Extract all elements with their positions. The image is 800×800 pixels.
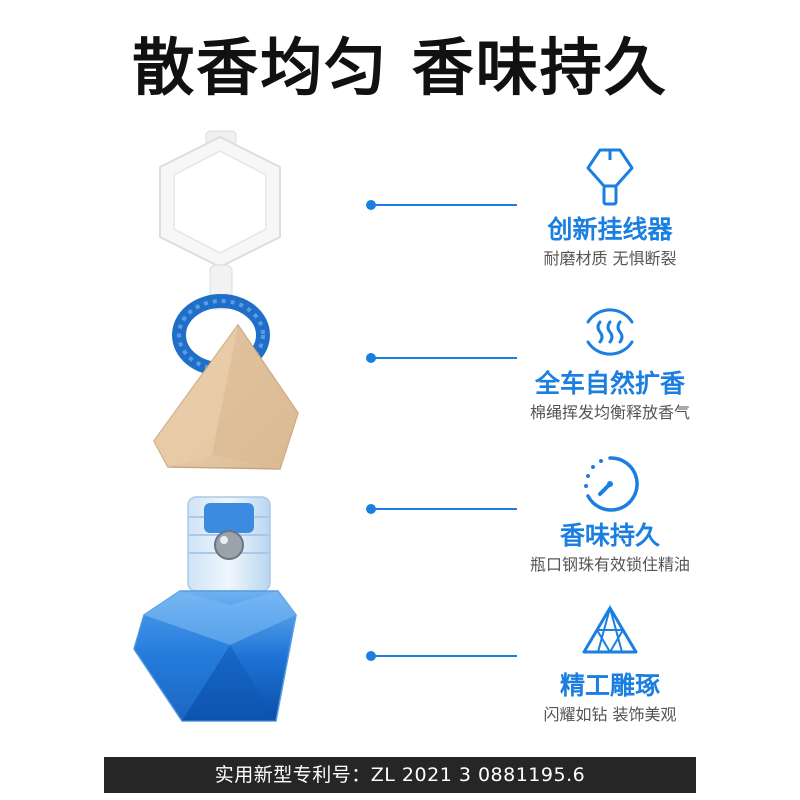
feature-description: 瓶口钢珠有效锁住精油 bbox=[529, 555, 690, 574]
wooden-cap bbox=[153, 323, 299, 470]
connector-line-3 bbox=[366, 504, 517, 514]
bottle-neck-icon bbox=[586, 148, 634, 206]
connector-line-4 bbox=[366, 651, 517, 661]
feature-diffusion: 全车自然扩香 棉绳挥发均衡释放香气 bbox=[500, 300, 720, 424]
feature-description: 闪耀如钻 装饰美观 bbox=[543, 705, 677, 724]
patent-number-bar: 实用新型专利号：ZL 2021 3 0881195.6 bbox=[104, 757, 696, 793]
page-headline: 散香均匀 香味持久 bbox=[132, 31, 668, 104]
feature-hanger: 创新挂线器 耐磨材质 无惧断裂 bbox=[500, 146, 720, 270]
feature-description: 棉绳挥发均衡释放香气 bbox=[529, 403, 690, 422]
feature-title: 精工雕琢 bbox=[559, 671, 660, 700]
feature-description: 耐磨材质 无惧断裂 bbox=[543, 249, 677, 268]
scent-waves-icon bbox=[586, 308, 634, 356]
glass-bottle bbox=[133, 496, 297, 722]
feature-title: 香味持久 bbox=[559, 521, 660, 550]
feature-title: 全车自然扩香 bbox=[534, 369, 685, 398]
connector-line-1 bbox=[366, 200, 517, 210]
feature-craftsmanship: 精工雕琢 闪耀如钻 装饰美观 bbox=[500, 602, 720, 726]
timer-icon bbox=[584, 456, 639, 512]
product-illustration bbox=[133, 130, 299, 722]
diamond-icon bbox=[582, 604, 638, 654]
hexagon-hanger bbox=[159, 130, 281, 310]
connector-line-2 bbox=[366, 353, 517, 363]
feature-longlasting: 香味持久 瓶口钢珠有效锁住精油 bbox=[500, 452, 720, 576]
feature-title: 创新挂线器 bbox=[547, 215, 673, 244]
